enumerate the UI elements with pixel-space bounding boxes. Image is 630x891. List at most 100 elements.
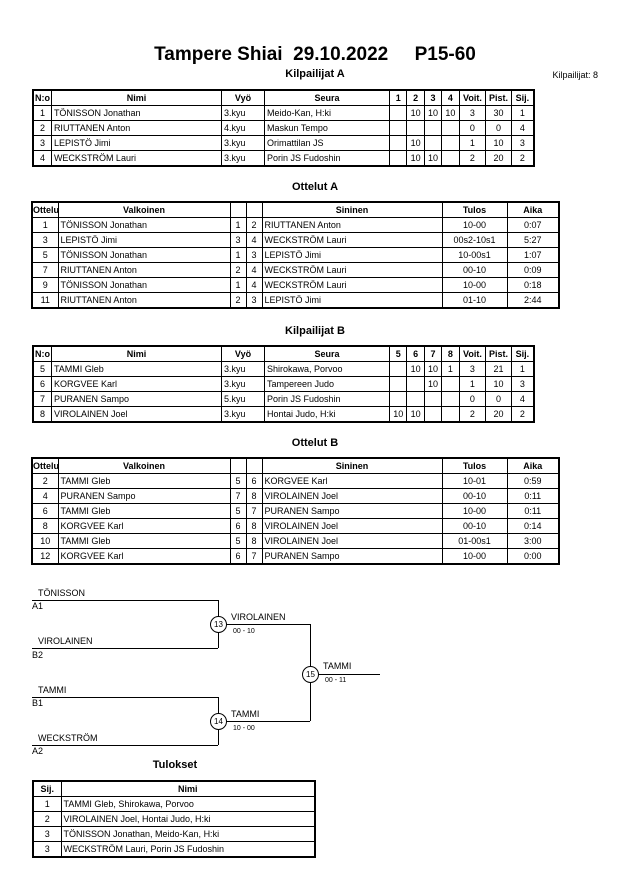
table-cell: Tampereen Judo bbox=[264, 376, 390, 392]
table-cell: 0 bbox=[458, 391, 487, 407]
table-cell: KORGVEE Karl bbox=[57, 518, 231, 534]
table-cell: WECKSTRÖM Lauri, Porin JS Fudoshin bbox=[60, 841, 316, 858]
bracket-line bbox=[32, 697, 218, 698]
table-cell: 2 bbox=[32, 811, 62, 827]
bracket-line bbox=[32, 745, 218, 746]
table-cell: PURANEN Sampo bbox=[261, 503, 443, 519]
table-cell bbox=[423, 120, 443, 136]
table-cell: TAMMI Gleb bbox=[50, 361, 223, 377]
table-cell: 1 bbox=[31, 217, 59, 233]
table-cell: 3 bbox=[229, 232, 247, 248]
table-cell: 1 bbox=[32, 796, 62, 812]
table-cell: 3 bbox=[458, 361, 487, 377]
table-cell: 1 bbox=[229, 217, 247, 233]
match-13-winner: VIROLAINEN bbox=[231, 612, 286, 622]
table-cell: LEPISTÖ Jimi bbox=[261, 292, 443, 309]
match-14-number: 14 bbox=[210, 713, 227, 730]
table-cell: 01-10 bbox=[441, 292, 508, 309]
column-header: N:o bbox=[32, 345, 52, 362]
bracket-entry-seed: A1 bbox=[32, 601, 44, 611]
pool-b-title: Kilpailijat B bbox=[285, 325, 345, 337]
table-cell bbox=[406, 376, 425, 392]
table-cell: TÖNISSON Jonathan bbox=[57, 247, 231, 263]
table-cell: 7 bbox=[245, 548, 263, 565]
table-cell: 2 bbox=[229, 292, 247, 309]
bracket-entry-name: TAMMI bbox=[38, 685, 67, 695]
column-header: Seura bbox=[264, 345, 390, 362]
table-cell: 3 bbox=[510, 135, 535, 151]
table-cell bbox=[423, 135, 443, 151]
column-header: N:o bbox=[32, 89, 52, 106]
column-header: Valkoinen bbox=[57, 457, 231, 474]
column-header: Tulos bbox=[441, 457, 508, 474]
table-cell: 4 bbox=[245, 262, 263, 278]
table-cell: 30 bbox=[485, 105, 512, 121]
table-cell: 10 bbox=[423, 361, 443, 377]
table-cell: 0:00 bbox=[506, 548, 560, 565]
table-cell: 0 bbox=[458, 120, 487, 136]
table-cell: 5 bbox=[229, 473, 247, 489]
match-15-winner: TAMMI bbox=[323, 661, 352, 671]
match-15-number: 15 bbox=[302, 666, 319, 683]
table-cell: 00-10 bbox=[441, 262, 508, 278]
table-cell: Meido-Kan, H:ki bbox=[264, 105, 390, 121]
table-cell: TAMMI Gleb bbox=[57, 473, 231, 489]
bracket-entry-seed: B2 bbox=[32, 650, 44, 660]
table-cell: 0:59 bbox=[506, 473, 560, 489]
table-cell: WECKSTRÖM Lauri bbox=[261, 232, 443, 248]
table-cell: 00s2-10s1 bbox=[441, 232, 508, 248]
table-cell: PURANEN Sampo bbox=[57, 488, 231, 504]
table-cell: 2 bbox=[229, 262, 247, 278]
table-cell: 6 bbox=[31, 503, 59, 519]
table-cell: 10 bbox=[31, 533, 59, 549]
table-cell: VIROLAINEN Joel bbox=[261, 488, 443, 504]
table-cell: 2 bbox=[510, 406, 535, 423]
table-cell: 9 bbox=[31, 277, 59, 293]
table-cell: 10 bbox=[485, 135, 512, 151]
table-cell: Maskun Tempo bbox=[264, 120, 390, 136]
table-cell: 4 bbox=[32, 150, 52, 167]
table-cell bbox=[388, 135, 408, 151]
table-cell: VIROLAINEN Joel bbox=[50, 406, 223, 423]
table-cell: VIROLAINEN Joel bbox=[261, 533, 443, 549]
table-cell: 6 bbox=[229, 518, 247, 534]
table-cell: 4.kyu bbox=[220, 120, 266, 136]
match-14-winner: TAMMI bbox=[231, 709, 260, 719]
table-cell: TAMMI Gleb bbox=[57, 533, 231, 549]
bracket-line bbox=[32, 600, 218, 601]
column-header bbox=[245, 457, 263, 474]
table-cell: 0:18 bbox=[506, 277, 560, 293]
column-header: Seura bbox=[264, 89, 390, 106]
table-cell: RIUTTANEN Anton bbox=[261, 217, 443, 233]
table-cell: 1 bbox=[510, 105, 535, 121]
table-cell bbox=[441, 406, 460, 423]
table-cell: 3 bbox=[245, 292, 263, 309]
table-cell: 2 bbox=[510, 150, 535, 167]
table-cell: 1 bbox=[441, 361, 460, 377]
table-cell: WECKSTRÖM Lauri bbox=[261, 262, 443, 278]
table-cell: WECKSTRÖM Lauri bbox=[50, 150, 223, 167]
column-header: Sininen bbox=[261, 457, 443, 474]
table-cell: 7 bbox=[31, 262, 59, 278]
match-13-number: 13 bbox=[210, 616, 227, 633]
table-cell: 1:07 bbox=[506, 247, 560, 263]
table-cell: 4 bbox=[510, 391, 535, 407]
table-cell: 0 bbox=[485, 391, 512, 407]
column-header: Tulos bbox=[441, 201, 508, 218]
table-header-row: Sij.Nimi bbox=[32, 780, 316, 797]
